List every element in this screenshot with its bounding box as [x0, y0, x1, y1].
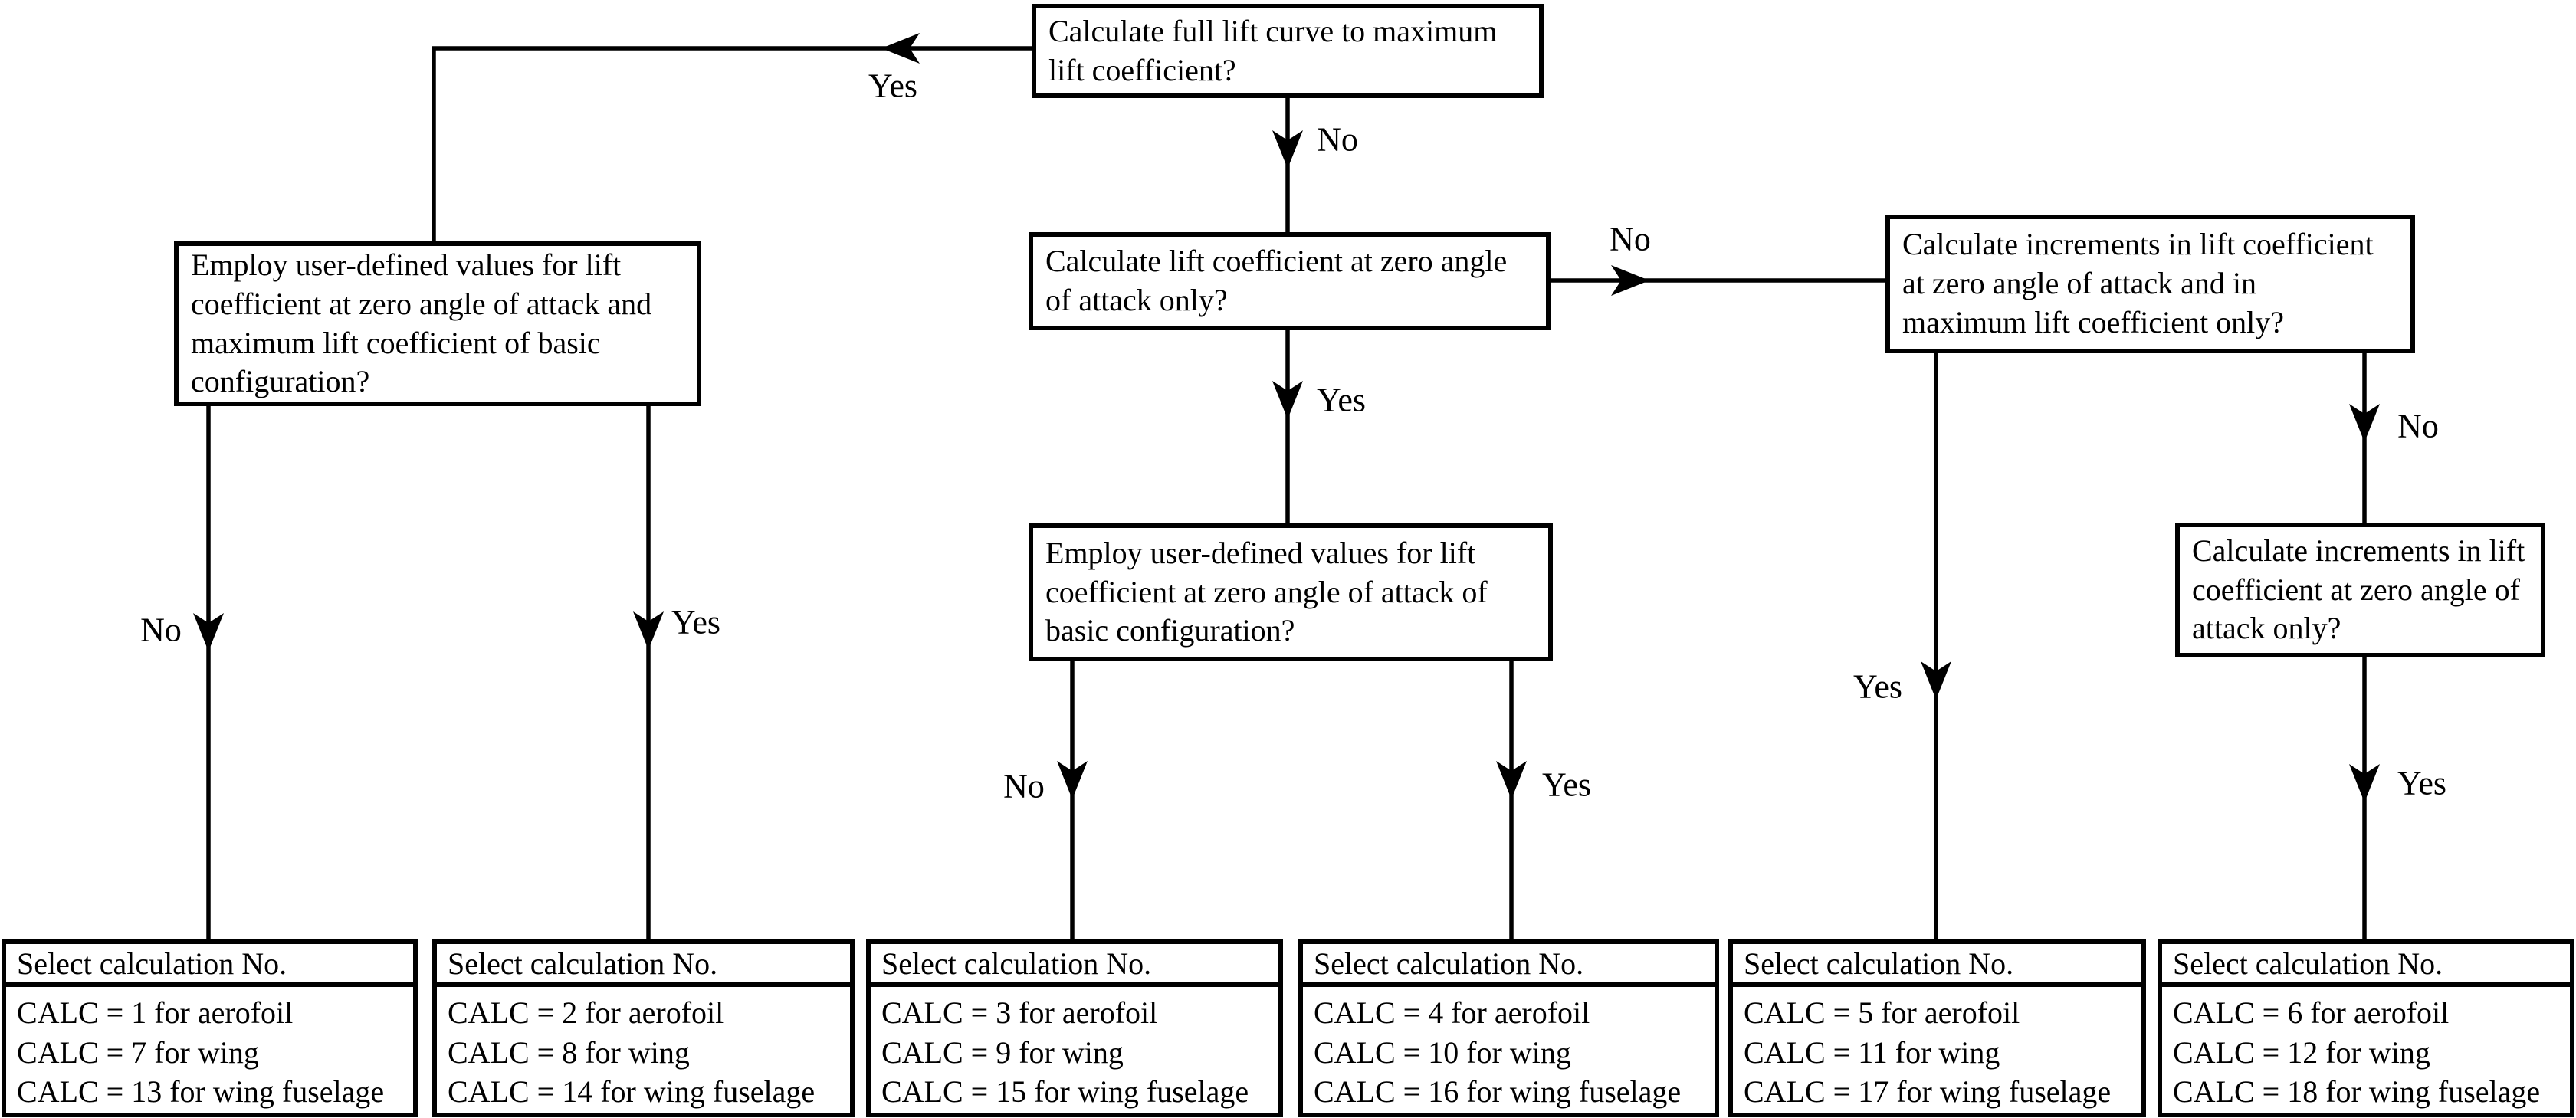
arrowhead-down-calc3-icon — [1057, 761, 1088, 799]
decision-full-lift-curve: Calculate full lift curve to maximum lif… — [1032, 4, 1544, 98]
decision-text-line: at zero angle of attack and in — [1902, 266, 2256, 301]
edge-label-yes-increments-zero: Yes — [2397, 764, 2447, 802]
edge-label-no-user-defined-zero: No — [1003, 767, 1045, 805]
edge-label-no-full-lift: No — [1317, 120, 1358, 159]
arrowhead-down-calc5-icon — [1921, 661, 1951, 700]
result-line: CALC = 17 for wing fuselage — [1744, 1074, 2112, 1110]
result-body: CALC = 5 for aerofoil CALC = 11 for wing… — [1733, 987, 2141, 1112]
decision-text-line: Calculate full lift curve to maximum — [1048, 13, 1498, 48]
result-body: CALC = 3 for aerofoil CALC = 9 for wing … — [871, 987, 1278, 1112]
decision-text-line: coefficient at zero angle of attack of — [1045, 574, 1488, 609]
edge-label-yes-user-defined-full: Yes — [671, 603, 721, 641]
result-line: CALC = 16 for wing fuselage — [1314, 1074, 1682, 1110]
arrowhead-down-calc1-icon — [193, 613, 224, 651]
result-header: Select calculation No. — [437, 944, 850, 987]
result-line: CALC = 13 for wing fuselage — [17, 1074, 385, 1110]
result-line: CALC = 15 for wing fuselage — [881, 1074, 1249, 1110]
edge-label-yes-zero-angle: Yes — [1316, 381, 1367, 419]
decision-user-defined-zero: Employ user-defined values for lift coef… — [1029, 523, 1553, 661]
result-box-calc-2-8-14: Select calculation No. CALC = 2 for aero… — [432, 939, 855, 1117]
decision-user-defined-full: Employ user-defined values for lift coef… — [174, 241, 701, 406]
result-line: CALC = 8 for wing — [448, 1034, 690, 1070]
result-line: CALC = 6 for aerofoil — [2173, 995, 2450, 1030]
decision-text-line: attack only? — [2192, 611, 2341, 646]
decision-text-line: Calculate increments in lift — [2192, 533, 2525, 568]
result-line: CALC = 2 for aerofoil — [448, 995, 724, 1030]
decision-text-line: basic configuration? — [1045, 613, 1295, 648]
decision-text-line: Calculate increments in lift coefficient — [1902, 227, 2374, 262]
result-box-calc-1-7-13: Select calculation No. CALC = 1 for aero… — [2, 939, 418, 1117]
result-header: Select calculation No. — [1733, 944, 2141, 987]
decision-text-line: coefficient at zero angle of — [2192, 572, 2520, 607]
decision-increments-zero-only: Calculate increments in lift coefficient… — [2175, 523, 2545, 657]
result-line: CALC = 3 for aerofoil — [881, 995, 1158, 1030]
result-line: CALC = 1 for aerofoil — [17, 995, 294, 1030]
edge-label-yes-increments-both: Yes — [1852, 667, 1903, 706]
result-header: Select calculation No. — [1303, 944, 1715, 987]
result-box-calc-3-9-15: Select calculation No. CALC = 3 for aero… — [866, 939, 1283, 1117]
result-header: Select calculation No. — [871, 944, 1278, 987]
result-line: CALC = 12 for wing — [2173, 1034, 2430, 1070]
arrowhead-down-incrzero-icon — [2349, 404, 2380, 442]
result-body: CALC = 1 for aerofoil CALC = 7 for wing … — [6, 987, 413, 1112]
arrowhead-down-calc6-icon — [2349, 764, 2380, 802]
decision-text-line: of attack only? — [1045, 283, 1228, 317]
result-line: CALC = 10 for wing — [1314, 1034, 1571, 1070]
decision-text-line: lift coefficient? — [1048, 52, 1236, 87]
edge-label-no-increments-both: No — [2397, 407, 2439, 445]
decision-text-line: coefficient at zero angle of attack and — [191, 286, 652, 321]
arrowhead-down-calc4-icon — [1496, 761, 1527, 799]
result-box-calc-4-10-16: Select calculation No. CALC = 4 for aero… — [1298, 939, 1719, 1117]
edge-label-yes-full-lift: Yes — [868, 67, 918, 105]
edge-label-no-user-defined-full: No — [140, 611, 182, 649]
result-header: Select calculation No. — [6, 944, 413, 987]
result-box-calc-5-11-17: Select calculation No. CALC = 5 for aero… — [1728, 939, 2146, 1117]
result-line: CALC = 7 for wing — [17, 1034, 259, 1070]
result-line: CALC = 9 for wing — [881, 1034, 1124, 1070]
decision-text-line: Employ user-defined values for lift — [191, 247, 622, 282]
arrowhead-down-no-icon — [1272, 130, 1303, 169]
result-line: CALC = 11 for wing — [1744, 1034, 2000, 1070]
arrowhead-right-no-icon — [1611, 265, 1649, 296]
result-line: CALC = 14 for wing fuselage — [448, 1074, 815, 1110]
decision-text-line: maximum lift coefficient of basic — [191, 325, 601, 360]
result-body: CALC = 2 for aerofoil CALC = 8 for wing … — [437, 987, 850, 1112]
result-header: Select calculation No. — [2162, 944, 2570, 987]
result-line: CALC = 18 for wing fuselage — [2173, 1074, 2541, 1110]
decision-text-line: Employ user-defined values for lift — [1045, 535, 1476, 570]
wire-fulllift-to-userdefinedfull — [432, 46, 1036, 243]
result-body: CALC = 6 for aerofoil CALC = 12 for wing… — [2162, 987, 2570, 1112]
decision-text-line: Calculate lift coefficient at zero angle — [1045, 244, 1508, 279]
edge-label-yes-user-defined-zero: Yes — [1541, 766, 1592, 804]
result-body: CALC = 4 for aerofoil CALC = 10 for wing… — [1303, 987, 1715, 1112]
decision-increments-both: Calculate increments in lift coefficient… — [1885, 215, 2415, 353]
decision-text-line: maximum lift coefficient only? — [1902, 304, 2285, 339]
decision-text-line: configuration? — [191, 364, 370, 399]
arrowhead-left-yes-icon — [881, 33, 920, 64]
decision-zero-angle-only: Calculate lift coefficient at zero angle… — [1029, 232, 1551, 330]
arrowhead-down-calc2-icon — [633, 611, 664, 650]
result-line: CALC = 5 for aerofoil — [1744, 995, 2020, 1030]
result-line: CALC = 4 for aerofoil — [1314, 995, 1590, 1030]
edge-label-no-zero-angle: No — [1610, 220, 1651, 258]
result-box-calc-6-12-18: Select calculation No. CALC = 6 for aero… — [2158, 939, 2574, 1117]
arrowhead-down-yes-icon — [1272, 381, 1303, 419]
